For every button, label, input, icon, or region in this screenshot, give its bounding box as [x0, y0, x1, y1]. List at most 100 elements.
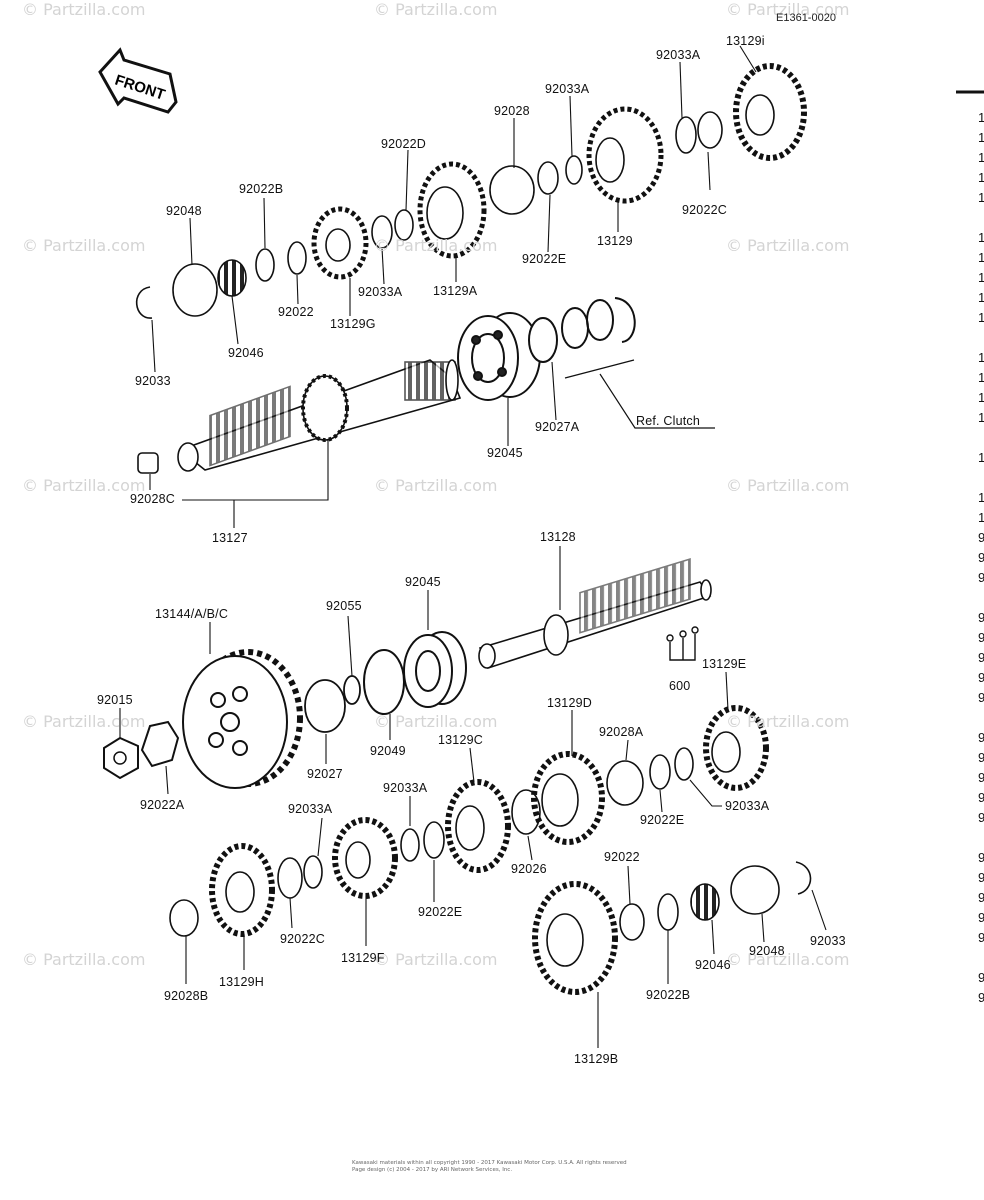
part-label-92027[interactable]: 92027 — [307, 767, 343, 781]
part-label-92033A[interactable]: 92033A — [383, 781, 428, 795]
circlip-92033A-right — [674, 747, 694, 781]
gear-13129i — [733, 63, 807, 161]
edge-mark: 9 — [978, 990, 984, 1005]
edge-mark: 9 — [978, 530, 984, 545]
edge-mark: 9 — [978, 610, 984, 625]
part-label-92033A[interactable]: 92033A — [288, 802, 333, 816]
part-label-13129C[interactable]: 13129C — [438, 733, 483, 747]
washer-92026 — [511, 789, 541, 835]
part-label-92027A[interactable]: 92027A — [535, 420, 580, 434]
edge-mark: 9 — [978, 930, 984, 945]
part-label-92045[interactable]: 92045 — [405, 575, 441, 589]
ref-clutch-leader — [564, 359, 715, 429]
needle-bearing-92046-low — [690, 883, 720, 921]
part-label-92046[interactable]: 92046 — [228, 346, 264, 360]
watermark: © Partzilla.com — [22, 950, 146, 969]
watermark: © Partzilla.com — [374, 0, 498, 19]
edge-mark: 1 — [978, 490, 984, 505]
edge-mark: 9 — [978, 690, 984, 705]
part-label-92033A[interactable]: 92033A — [358, 285, 403, 299]
nut-92015-hole — [113, 751, 127, 765]
part-label-600[interactable]: 600 — [669, 679, 691, 693]
part-label-92022E[interactable]: 92022E — [522, 252, 567, 266]
part-label-92033A[interactable]: 92033A — [725, 799, 770, 813]
countershaft-13127 — [177, 359, 462, 472]
circlip-92033A-lower-left — [303, 855, 323, 889]
washer-92022 — [287, 241, 307, 275]
circlip-92033A-low — [400, 828, 420, 862]
watermark: © Partzilla.com — [726, 0, 850, 19]
part-label-92028B[interactable]: 92028B — [164, 989, 209, 1003]
gear-13129F — [332, 817, 398, 899]
part-label-92055[interactable]: 92055 — [326, 599, 362, 613]
part-label-13129[interactable]: 13129 — [597, 234, 633, 248]
part-label-13129F[interactable]: 13129F — [341, 951, 385, 965]
washer-92022E-low — [423, 821, 445, 859]
front-arrow-icon: FRONT — [98, 47, 178, 114]
bush-92028 — [489, 165, 535, 215]
gear-13129 — [586, 106, 664, 204]
part-label-92022[interactable]: 92022 — [278, 305, 314, 319]
edge-mark: 9 — [978, 550, 984, 565]
part-label-92022A[interactable]: 92022A — [140, 798, 185, 812]
part-label-13129H[interactable]: 13129H — [219, 975, 264, 989]
part-label-92022C[interactable]: 92022C — [280, 932, 325, 946]
washer-92022C-top — [697, 111, 723, 149]
part-label-92048[interactable]: 92048 — [166, 204, 202, 218]
edge-mark: 1 — [978, 270, 984, 285]
part-label-13144[interactable]: 13144/A/B/C — [155, 607, 229, 621]
part-label-92048[interactable]: 92048 — [749, 944, 785, 958]
bearing-92045-mid — [403, 631, 467, 708]
part-label-92046[interactable]: 92046 — [695, 958, 731, 972]
part-label-92045[interactable]: 92045 — [487, 446, 523, 460]
part-label-92033[interactable]: 92033 — [135, 374, 171, 388]
washer-92022B-low — [657, 893, 679, 931]
part-label-92015[interactable]: 92015 — [97, 693, 133, 707]
edge-mark: 1 — [978, 190, 984, 205]
copyright-line-1: Kawasaki materials within all copyright … — [352, 1160, 627, 1166]
watermark: © Partzilla.com — [374, 236, 498, 255]
part-label-92022C[interactable]: 92022C — [682, 203, 727, 217]
edge-mark: 1 — [978, 170, 984, 185]
watermark: © Partzilla.com — [374, 950, 498, 969]
part-label-92028A[interactable]: 92028A — [599, 725, 644, 739]
part-label-92026[interactable]: 92026 — [511, 862, 547, 876]
part-label-13129A[interactable]: 13129A — [433, 284, 478, 298]
watermark: © Partzilla.com — [22, 0, 146, 19]
copyright-footer: Kawasaki materials within all copyright … — [352, 1160, 627, 1174]
circlip-92033A-top — [675, 116, 697, 154]
gear-13129G — [311, 206, 369, 280]
part-label-13129D[interactable]: 13129D — [547, 696, 592, 710]
part-label-92022B[interactable]: 92022B — [239, 182, 284, 196]
part-label-13129i[interactable]: 13129i — [726, 34, 765, 48]
part-label-13129B[interactable]: 13129B — [574, 1052, 619, 1066]
part-label-92022D[interactable]: 92022D — [381, 137, 426, 151]
copyright-line-2: Page design (c) 2004 - 2017 by ARI Netwo… — [352, 1167, 513, 1173]
washer-92022E-top — [537, 161, 559, 195]
part-label-92028[interactable]: 92028 — [494, 104, 530, 118]
part-label-13129G[interactable]: 13129G — [330, 317, 376, 331]
part-label-13128[interactable]: 13128 — [540, 530, 576, 544]
part-label-92033A[interactable]: 92033A — [656, 48, 701, 62]
edge-mark: 1 — [978, 450, 984, 465]
part-label-92022E[interactable]: 92022E — [640, 813, 685, 827]
part-label-92033A[interactable]: 92033A — [545, 82, 590, 96]
bush-92028B — [169, 899, 199, 937]
part-label-92022[interactable]: 92022 — [604, 850, 640, 864]
part-label-92028C[interactable]: 92028C — [130, 492, 175, 506]
edge-mark: 9 — [978, 870, 984, 885]
edge-mark: 1 — [978, 230, 984, 245]
part-label-92022B[interactable]: 92022B — [646, 988, 691, 1002]
part-label-92022E[interactable]: 92022E — [418, 905, 463, 919]
ref-clutch-label[interactable]: Ref. Clutch — [636, 414, 701, 428]
edge-mark: 1 — [978, 250, 984, 265]
washer-92022B-top — [255, 248, 275, 282]
part-label-92033[interactable]: 92033 — [810, 934, 846, 948]
part-label-13129E[interactable]: 13129E — [702, 657, 747, 671]
edge-mark: 9 — [978, 790, 984, 805]
edge-mark: 9 — [978, 570, 984, 585]
part-label-13127[interactable]: 13127 — [212, 531, 248, 545]
collar-92028C — [137, 452, 159, 474]
part-label-92049[interactable]: 92049 — [370, 744, 406, 758]
